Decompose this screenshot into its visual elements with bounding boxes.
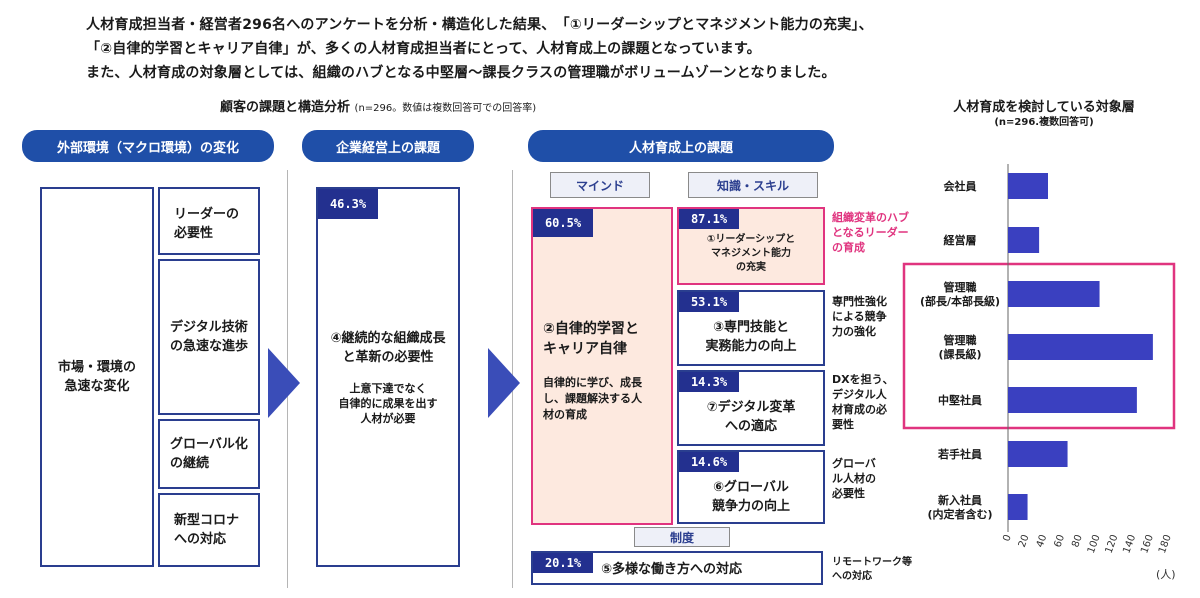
category-label: 管理職(課長級)	[938, 333, 981, 361]
category-label: 管理職(部長/本部長級)	[920, 280, 1000, 308]
system-title: ⑤多様な働き方への対応	[601, 562, 743, 577]
skill-title-leadership: ①リーダーシップと マネジメント能力 の充実	[706, 234, 796, 273]
x-tick-label: 140	[1121, 533, 1138, 555]
growth-box: 46.3% ④継続的な組織成長 と革新の必要性 上意下達でなく 自律的に成果を出…	[316, 187, 460, 567]
highlight-box	[902, 262, 1176, 430]
x-tick-label: 100	[1086, 533, 1103, 555]
factor-leader: リーダーの 必要性	[158, 187, 260, 255]
growth-pct: 46.3%	[318, 189, 378, 219]
x-tick-label: 180	[1157, 533, 1174, 555]
x-tick-label: 120	[1104, 533, 1121, 555]
market-change-box: 市場・環境の 急速な変化	[40, 187, 154, 567]
bar	[1008, 281, 1100, 307]
skill-title-expertise: ③専門技能と 実務能力の向上	[705, 320, 797, 354]
diagram-title: 顧客の課題と構造分析 (n=296。数値は複数回答可での回答率)	[220, 96, 536, 115]
bar	[1008, 441, 1068, 467]
bar	[1008, 494, 1028, 520]
factor-digital: デジタル技術 の急速な進歩	[158, 259, 260, 415]
x-tick-label: 60	[1052, 533, 1067, 549]
chart-subtitle: (n=296.複数回答可)	[994, 117, 1094, 128]
factor-covid-text: 新型コロナ への対応	[174, 513, 240, 547]
x-tick-label: 80	[1070, 533, 1085, 549]
system-box: 20.1% ⑤多様な働き方への対応	[531, 551, 823, 585]
chart-title: 人材育成を検討している対象層	[953, 100, 1135, 115]
bar	[1008, 173, 1048, 199]
skill-box-digital: 14.3% ⑦デジタル変革 への適応	[677, 370, 825, 446]
growth-title: ④継続的な組織成長 と革新の必要性	[330, 331, 446, 365]
skill-title-digital: ⑦デジタル変革 への適応	[706, 400, 796, 434]
category-label: 若手社員	[938, 447, 982, 461]
skill-note-global: グローバ ル人材の 必要性	[832, 457, 876, 500]
system-pct: 20.1%	[533, 553, 593, 573]
col2-header: 企業経営上の課題	[302, 130, 474, 162]
unit-label: (人)	[1156, 568, 1176, 581]
skill-box-expertise: 53.1% ③専門技能と 実務能力の向上	[677, 290, 825, 366]
mind-title: ②自律的学習と キャリア自律	[543, 321, 639, 357]
skill-label: 知識・スキル	[688, 172, 818, 198]
bar	[1008, 227, 1040, 253]
factor-global: グローバル化 の継続	[158, 419, 260, 489]
skill-pct-leadership: 87.1%	[679, 209, 739, 229]
factor-global-text: グローバル化 の継続	[170, 437, 248, 471]
arrow-right-icon-2	[488, 348, 520, 418]
mind-desc: 自律的に学び、成長 し、課題解決する人 材の育成	[543, 376, 642, 421]
intro-line-1: 人材育成担当者・経営者296名へのアンケートを分析・構造化した結果、 「①リーダ…	[86, 17, 873, 33]
category-label: 新入社員(内定者含む)	[927, 493, 992, 521]
x-tick-label: 40	[1035, 533, 1050, 549]
factor-covid: 新型コロナ への対応	[158, 493, 260, 567]
x-tick-label: 0	[1001, 533, 1014, 543]
skill-note-expertise: 専門性強化 による競争 力の強化	[832, 295, 887, 338]
market-change-text: 市場・環境の 急速な変化	[57, 360, 136, 394]
x-tick-label: 20	[1017, 533, 1032, 549]
bar	[1008, 334, 1153, 360]
bar	[1008, 387, 1137, 413]
col3-header: 人材育成上の課題	[528, 130, 834, 162]
diagram-title-text: 顧客の課題と構造分析	[220, 100, 351, 115]
skill-box-leadership: 87.1% ①リーダーシップと マネジメント能力 の充実	[677, 207, 825, 285]
diagram-subtitle: (n=296。数値は複数回答可での回答率)	[354, 103, 537, 114]
category-label: 中堅社員	[938, 393, 982, 407]
mind-box: 60.5% ②自律的学習と キャリア自律 自律的に学び、成長 し、課題解決する人…	[531, 207, 673, 525]
growth-desc: 上意下達でなく 自律的に成果を出す 人材が必要	[338, 382, 438, 425]
skill-pct-expertise: 53.1%	[679, 292, 739, 312]
factor-leader-text: リーダーの 必要性	[174, 207, 240, 241]
system-label: 制度	[634, 527, 730, 547]
x-tick-label: 160	[1139, 533, 1156, 555]
mind-pct: 60.5%	[533, 209, 593, 237]
skill-pct-digital: 14.3%	[679, 372, 739, 392]
intro-line-3: また、人材育成の対象層としては、組織のハブとなる中堅層〜課長クラスの管理職がボリ…	[86, 65, 836, 81]
category-label: 経営層	[944, 233, 977, 247]
skill-pct-global: 14.6%	[679, 452, 739, 472]
skill-box-global: 14.6% ⑥グローバル 競争力の向上	[677, 450, 825, 524]
factor-digital-text: デジタル技術 の急速な進歩	[170, 320, 249, 354]
category-label: 会社員	[944, 179, 977, 193]
skill-note-leadership: 組織変革のハブ となるリーダー の育成	[832, 211, 909, 254]
col1-header: 外部環境（マクロ環境）の変化	[22, 130, 274, 162]
skill-note-digital: DXを担う、 デジタル人 材育成の必 要性	[832, 373, 894, 431]
mind-label: マインド	[550, 172, 650, 198]
intro-line-2: 「②自律的学習とキャリア自律」が、多くの人材育成担当者にとって、人材育成上の課題…	[86, 41, 761, 57]
skill-title-global: ⑥グローバル 競争力の向上	[711, 480, 790, 514]
arrow-right-icon	[268, 348, 300, 418]
system-note: リモートワーク等 への対応	[832, 557, 912, 582]
